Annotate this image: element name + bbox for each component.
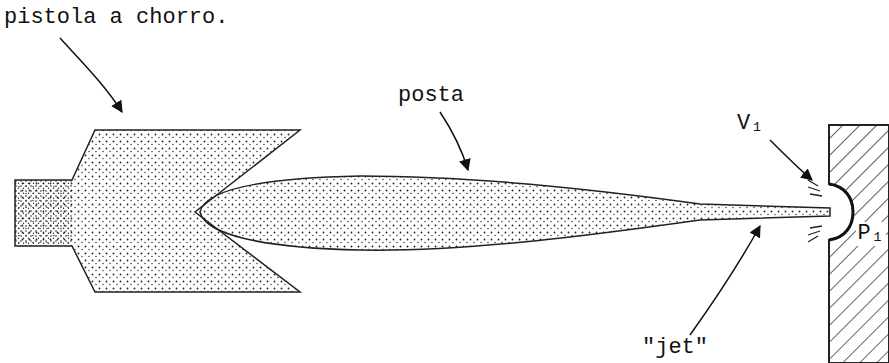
crater xyxy=(829,184,853,240)
part-label: posta xyxy=(396,84,466,108)
part-label: "jet" xyxy=(640,336,710,360)
part-label: pistola a chorro. xyxy=(2,6,230,30)
leader-slug xyxy=(440,112,468,170)
target-wall xyxy=(829,125,889,363)
splash-marks xyxy=(808,180,822,242)
slug xyxy=(200,176,830,250)
leader-velocity xyxy=(770,140,812,180)
quantity-label: V₁ xyxy=(735,112,765,136)
gun-dense-part xyxy=(15,180,72,246)
leader-jet xyxy=(690,226,760,335)
leader-gun xyxy=(60,38,122,112)
quantity-label: P₁ xyxy=(856,222,886,246)
